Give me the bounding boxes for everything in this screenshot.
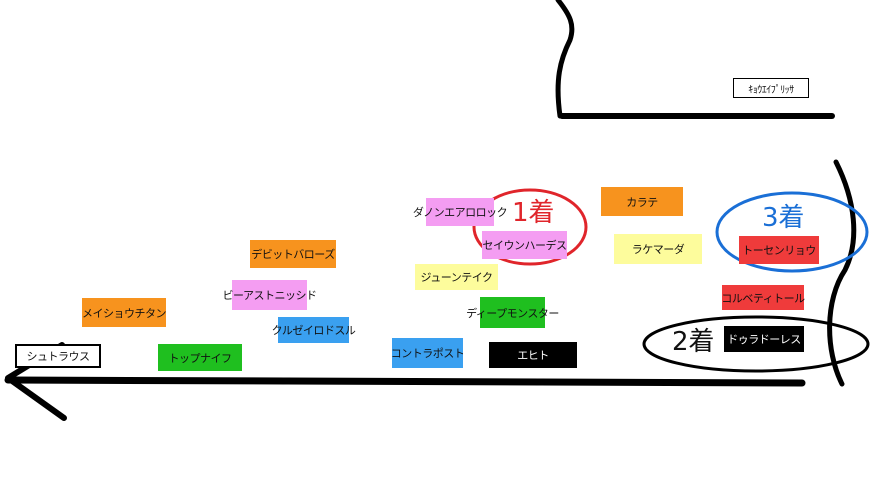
horse-tag-contrapost: コントラポスト: [391, 338, 465, 368]
rank-1-circle: [472, 188, 588, 266]
horse-tag-june-take: ジューンテイク: [415, 264, 498, 290]
horse-tag-debit-burrows: デビットバローズ: [250, 240, 336, 268]
horse-tag-beers-tonics: ビーアストニッシド: [222, 280, 317, 310]
rank-2-circle: [642, 315, 870, 373]
horse-tag-ehito: エヒト: [489, 342, 577, 368]
horse-tag-dura-dores: ドゥラドーレス: [724, 326, 804, 352]
horse-tag-shutoraus: シュトラウス: [15, 344, 101, 368]
horse-tag-rakemaaja: ラケマーダ: [614, 234, 702, 264]
horse-tag-top-knife: トップナイフ: [158, 344, 242, 371]
horse-tag-danon-airlock: ダノンエアロロック: [413, 198, 508, 226]
rank-2-label: 2着: [672, 327, 715, 357]
direction-arrow-line: [4, 376, 806, 387]
horse-tag-deep-monster: ディープモンスター: [466, 297, 559, 328]
horse-tag-kurusei-idoru: クルゼイロドスル: [272, 317, 356, 343]
horse-tag-kyouei-purissa: ｷｮｳｴｲﾌﾟﾘｯｻ: [733, 78, 809, 98]
horse-tag-toosen-ryuu: トーセンリョウ: [739, 236, 819, 264]
rank-1-label: 1着: [512, 198, 555, 228]
rank-3-circle: [715, 191, 869, 273]
horse-tag-karate: カラテ: [601, 187, 683, 216]
horse-tag-seiun-hades: セイウンハーデス: [482, 231, 567, 259]
rank-3-label: 3着: [762, 203, 805, 233]
boundary-curve-right: [827, 159, 857, 387]
horse-tag-corvette-tor: コルベティトール: [721, 285, 805, 310]
horse-tag-meisho-titan: メイショウチタン: [82, 298, 167, 327]
boundary-curve-top: [555, 0, 575, 119]
